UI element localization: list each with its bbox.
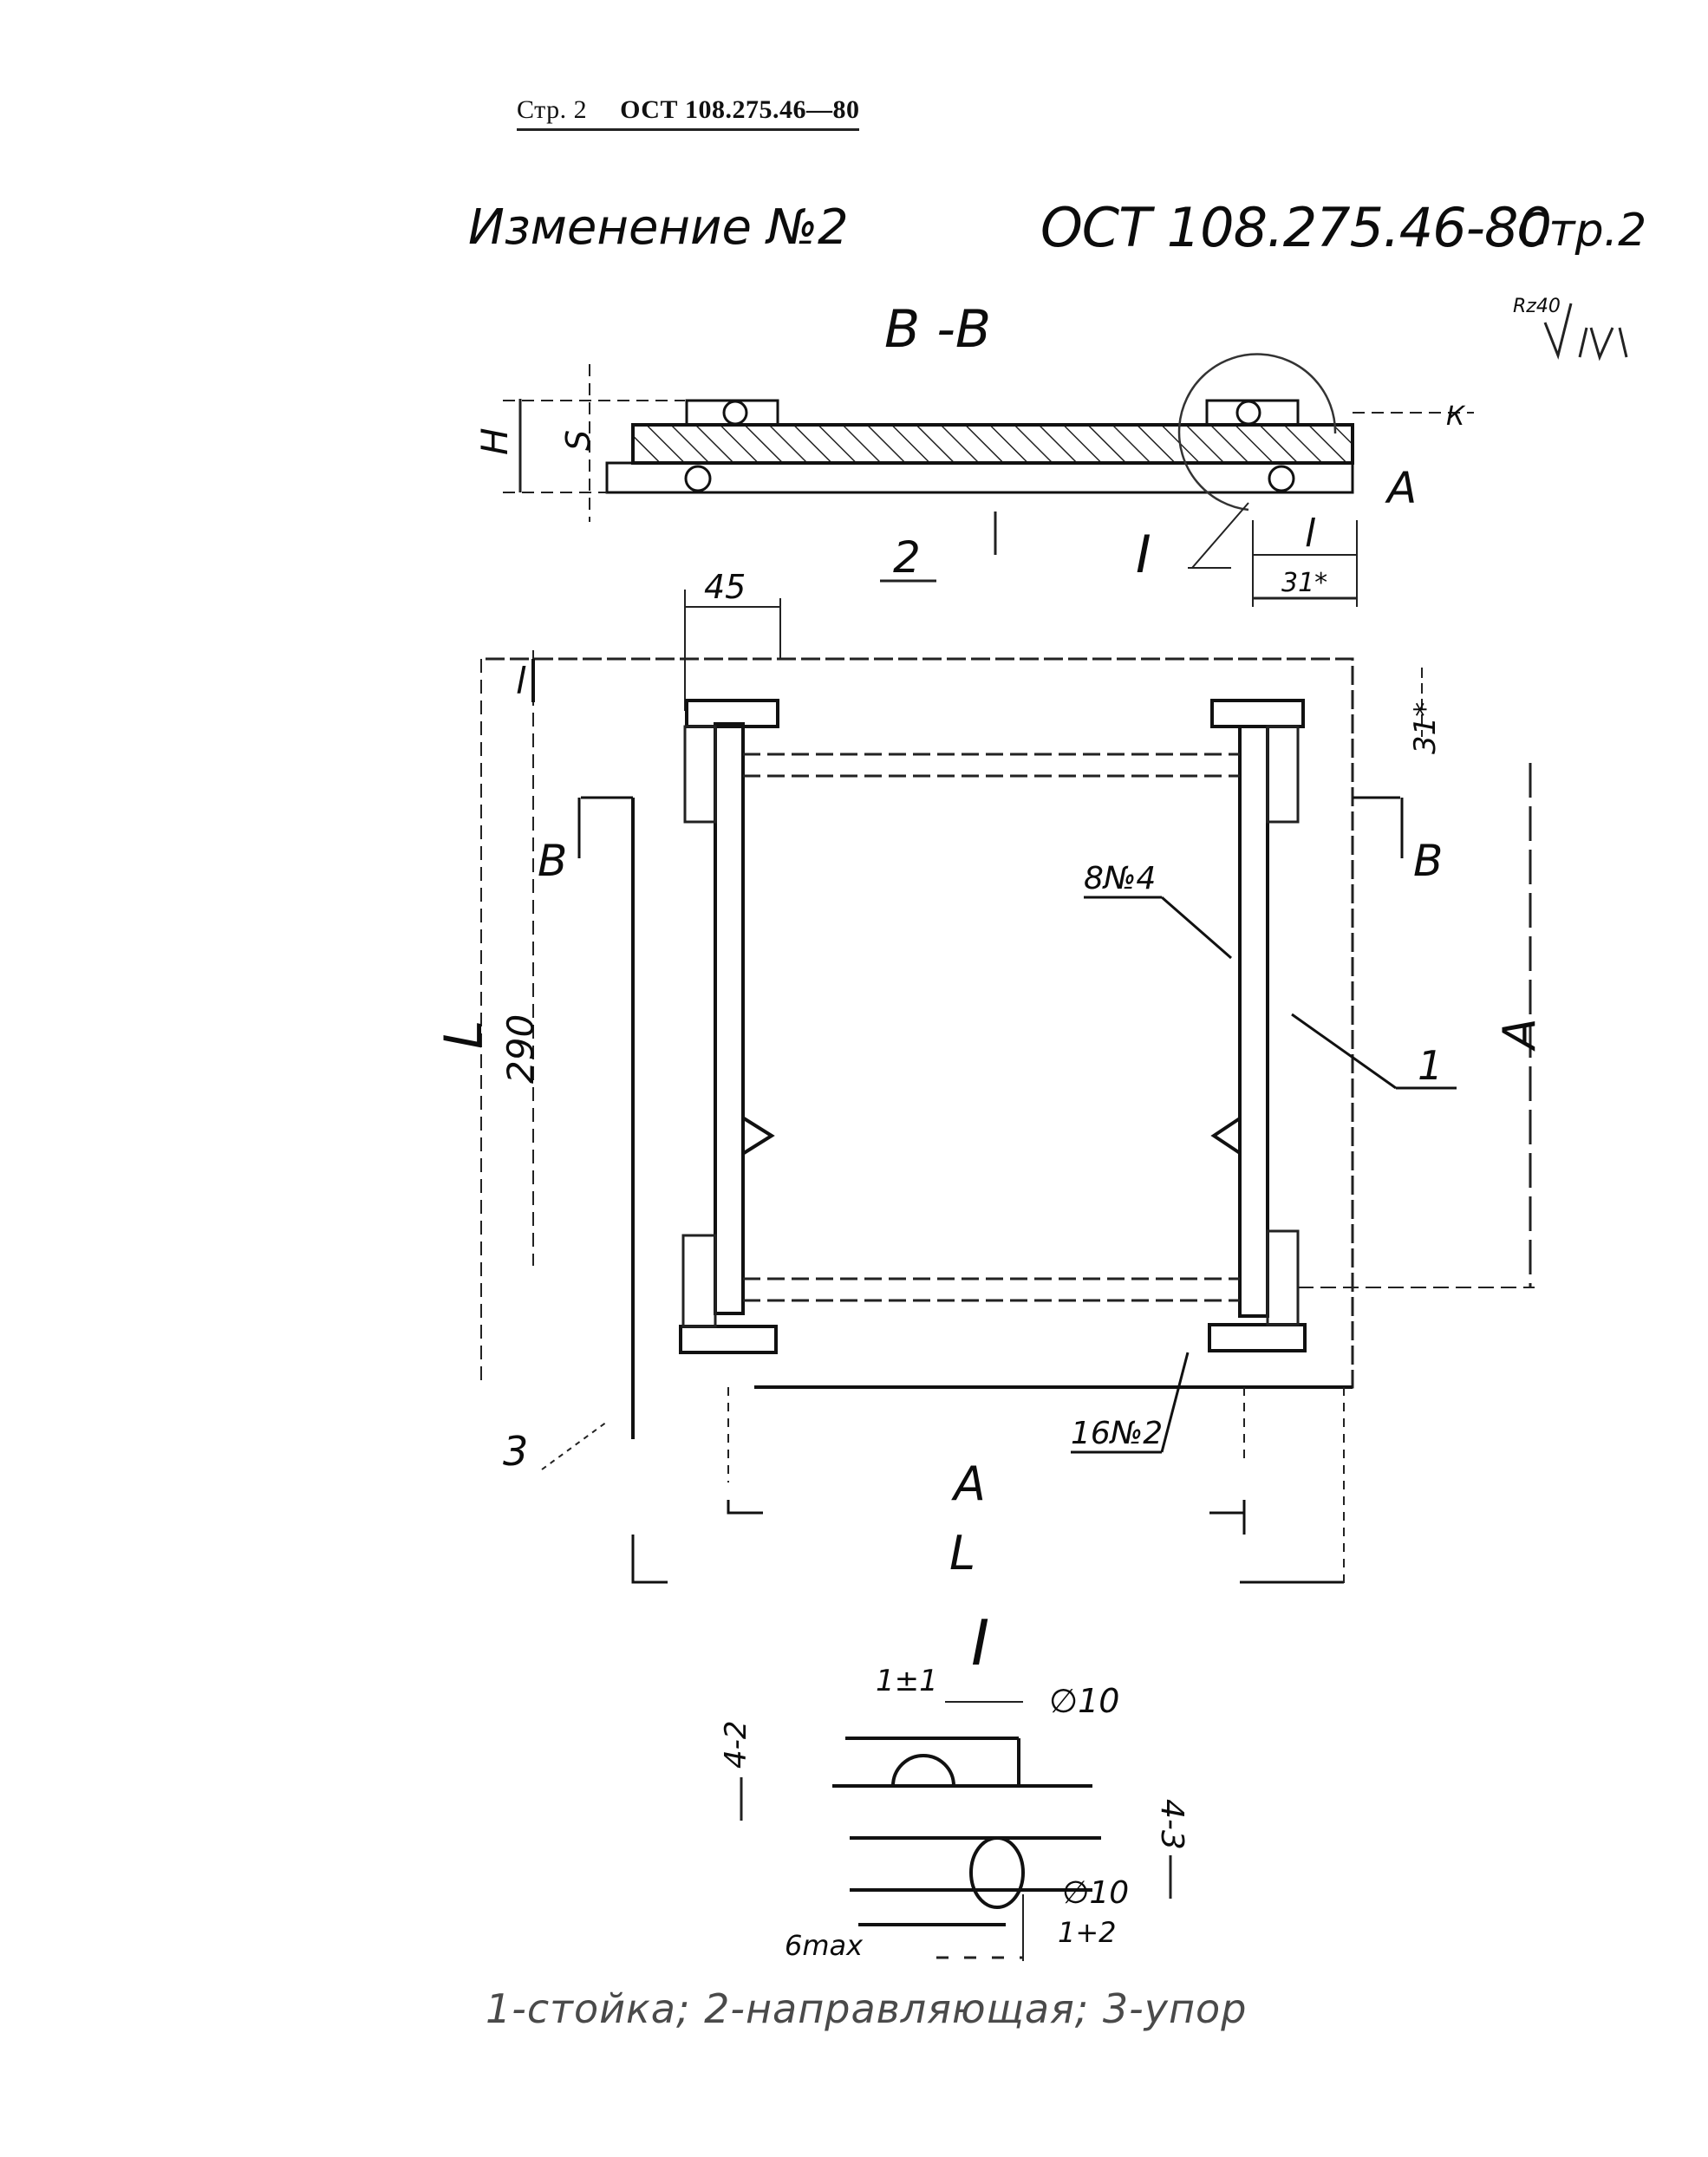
roughness-symbol	[1543, 303, 1628, 362]
label-31-section: 31*	[1281, 568, 1327, 598]
upright-left-block-top	[683, 725, 717, 824]
detail-dia-bottom: ∅10	[1062, 1875, 1129, 1911]
detail-leader	[1191, 502, 1249, 569]
label-b-right: В	[1413, 836, 1443, 886]
detail-circle	[1177, 353, 1337, 512]
label-l-bottom: L	[949, 1526, 975, 1580]
label-l-vertical: L	[434, 1020, 494, 1049]
outer-frame	[486, 657, 1354, 1389]
upright-right-cap-bottom	[1208, 1323, 1307, 1352]
weld-mark-left	[742, 1117, 775, 1155]
header-page-number: Стр. 2	[517, 95, 588, 124]
upright-right-block-top	[1266, 725, 1300, 824]
label-l-small: l	[1305, 512, 1316, 556]
label-weld-top: 8№4	[1084, 861, 1156, 896]
weld-circle-tl	[722, 400, 748, 426]
detail-dim-4-2: 4-2	[719, 1720, 753, 1769]
weld-circle-br	[1268, 465, 1295, 492]
upright-left-cap-bottom	[679, 1325, 778, 1354]
label-31-plan: 31*	[1408, 702, 1443, 754]
change-note-title: Изменение №2	[468, 199, 849, 256]
label-part-2: 2	[893, 532, 921, 583]
label-b-left: В	[538, 836, 567, 886]
section-bb: В -В Rz40 H S К	[473, 296, 1628, 607]
label-detail-ref: I	[1136, 525, 1151, 585]
label-290: 290	[499, 1014, 542, 1084]
label-weld-bottom: 16№2	[1071, 1416, 1163, 1451]
weld-circle-bl	[684, 465, 712, 492]
weld-bottom-leader	[1160, 1352, 1190, 1453]
label-a-section: А	[1385, 463, 1417, 513]
legend-caption: 1-стойка; 2-направляющая; 3-упор	[486, 1985, 1248, 2032]
weld-circle-tr	[1235, 400, 1261, 426]
weld-top-leader	[1161, 896, 1232, 960]
label-a-bottom: А	[951, 1456, 986, 1511]
stop-block-right	[1205, 399, 1300, 427]
label-l-top: l	[516, 660, 526, 702]
detail-dim-6max: 6max	[785, 1929, 864, 1962]
dim-l-left-mark	[631, 1535, 668, 1584]
detail-weld-bottom	[969, 1836, 1025, 1909]
detail-dim-1-2: 1+2	[1058, 1916, 1117, 1949]
part-3-leader	[541, 1421, 608, 1470]
plate-section	[631, 423, 1354, 465]
label-45: 45	[704, 568, 746, 606]
part-1-leader	[1291, 1013, 1397, 1090]
section-bb-title: В -В	[884, 299, 991, 360]
change-note-standard: ОСТ 108.275.46-80	[1040, 196, 1552, 259]
stop-block-left	[685, 399, 779, 427]
weld-mark-right	[1210, 1117, 1242, 1155]
detail-title: I	[971, 1606, 989, 1679]
label-part-3: 3	[503, 1428, 528, 1475]
upright-left-block-bottom	[681, 1234, 717, 1328]
guide-bar-section	[605, 461, 1354, 494]
detail-dim-1-1: 1±1	[876, 1664, 938, 1698]
label-s: S	[559, 430, 597, 451]
label-a-vertical: А	[1494, 1018, 1546, 1052]
upright-right-cap-top	[1210, 699, 1305, 728]
label-h: H	[473, 427, 516, 455]
dim-a-left-mark	[727, 1500, 763, 1515]
header-standard: ОСТ 108.275.46—80	[620, 95, 860, 124]
roughness-label: Rz40	[1513, 296, 1561, 317]
dim-a-right-mark	[1209, 1500, 1246, 1535]
upright-right	[1238, 725, 1269, 1318]
plan-view: 45 В В	[434, 568, 1546, 1587]
detail-view: I 4-2 1±1 ∅10 4-3 ∅10 1+2 6max	[719, 1606, 1190, 1962]
upright-left-cap-top	[685, 699, 779, 728]
detail-weld-top	[891, 1754, 955, 1787]
change-note-page: Стр.2	[1517, 205, 1647, 257]
detail-dim-4-3: 4-3	[1154, 1799, 1190, 1850]
upright-right-block-bottom	[1266, 1229, 1300, 1326]
detail-dia-top: ∅10	[1049, 1682, 1119, 1720]
label-part-1: 1	[1418, 1042, 1443, 1089]
upright-left	[714, 722, 745, 1315]
label-k: К	[1446, 401, 1466, 432]
page-header: Стр. 2 ОСТ 108.275.46—80	[517, 95, 860, 131]
